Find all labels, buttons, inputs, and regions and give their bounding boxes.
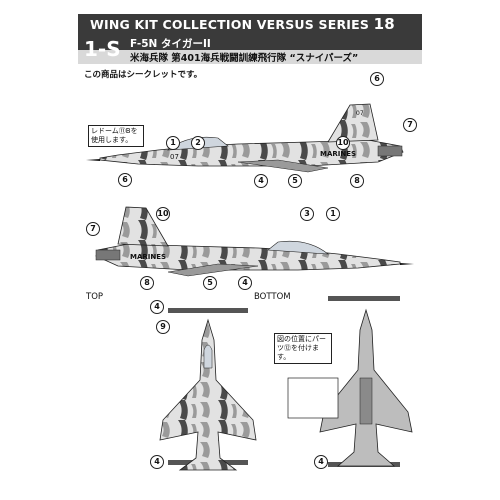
unit-name: 米海兵隊 第401海兵戦闘訓練飛行隊 “スナイパーズ” <box>130 53 359 64</box>
callout-5b: 5 <box>203 276 217 290</box>
callout-4b: 4 <box>238 276 252 290</box>
header-bar <box>78 14 422 54</box>
callout-1: 1 <box>166 136 180 150</box>
callout-6: 6 <box>370 72 384 86</box>
marines-marking-2: MARINES <box>130 253 167 261</box>
unit-bar <box>78 50 422 64</box>
callout-8b: 8 <box>140 276 154 290</box>
callout-3: 3 <box>300 207 314 221</box>
side-view-right-profile <box>95 206 414 277</box>
callout-7b: 7 <box>86 222 100 236</box>
callout-7: 7 <box>403 118 417 132</box>
view-label-top: TOP <box>86 292 104 302</box>
nose-number-marking: 07 <box>170 153 179 161</box>
marines-marking-1: MARINES <box>320 150 357 158</box>
callout-5: 5 <box>288 174 302 188</box>
series-title-text: WING KIT COLLECTION VERSUS SERIES <box>90 17 370 32</box>
series-title: WING KIT COLLECTION VERSUS SERIES 18 <box>90 15 420 33</box>
top-view-plan <box>159 308 257 471</box>
view-label-bottom: BOTTOM <box>254 292 291 302</box>
instruction-sheet: WING KIT COLLECTION VERSUS SERIES 18 1-S… <box>78 0 422 500</box>
callout-8: 8 <box>350 174 364 188</box>
model-name: F-5N タイガーII <box>130 38 211 50</box>
item-code: 1-S <box>84 37 121 61</box>
bottom-parts-note: 図の位置にパーツ⑫を付けます。 <box>274 333 332 364</box>
callout-4d: 4 <box>150 455 164 469</box>
callout-6b: 6 <box>118 173 132 187</box>
callout-9: 9 <box>156 320 170 334</box>
callout-2: 2 <box>191 136 205 150</box>
callout-4c: 4 <box>150 300 164 314</box>
secret-note: この商品はシークレットです。 <box>84 70 203 80</box>
aircraft-illustrations <box>86 103 414 471</box>
callout-10: 10 <box>336 136 350 150</box>
bottom-view-plan <box>287 296 413 467</box>
radome-note: レドーム⑪Bを使用します。 <box>88 125 144 147</box>
callout-4: 4 <box>254 174 268 188</box>
tail-code-marking: 07 <box>356 110 364 117</box>
callout-4e: 4 <box>314 455 328 469</box>
callout-10b: 10 <box>156 207 170 221</box>
series-number: 18 <box>373 15 395 33</box>
callout-1b: 1 <box>326 207 340 221</box>
